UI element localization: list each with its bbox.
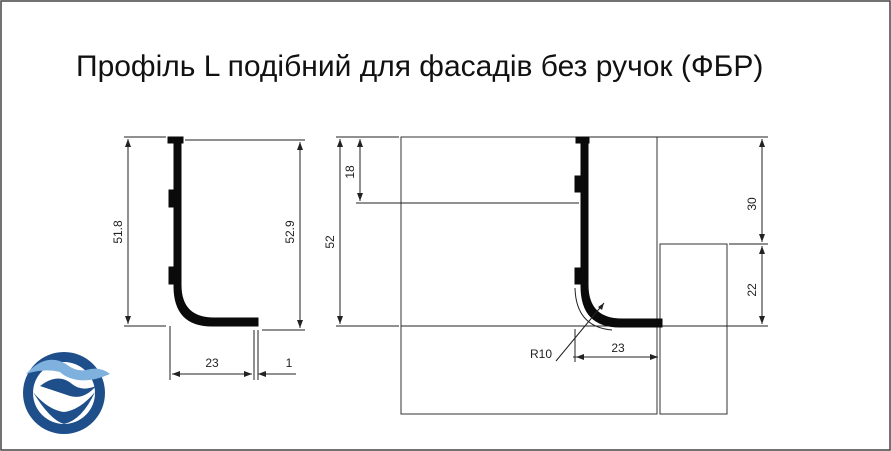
dim-right-18: 18 xyxy=(343,165,357,179)
right-assembly-drawing: 52 18 30 22 23 R10 xyxy=(323,136,768,415)
cabinet-side-panel xyxy=(400,136,658,415)
dim-left-1: 1 xyxy=(286,356,293,370)
dim-right-52: 52 xyxy=(323,235,337,249)
left-profile-drawing: 51.8 52.9 23 1 xyxy=(111,136,305,380)
company-logo xyxy=(23,352,110,434)
dim-right-r10: R10 xyxy=(530,347,552,361)
dim-right-23: 23 xyxy=(611,341,625,355)
dim-left-52-9: 52.9 xyxy=(283,220,297,244)
left-profile-shape xyxy=(167,136,259,327)
dim-left-23: 23 xyxy=(205,356,219,370)
facade-panel xyxy=(659,243,728,415)
dim-right-22: 22 xyxy=(745,283,759,297)
dim-right-30: 30 xyxy=(745,197,759,211)
right-profile-shape xyxy=(574,136,663,328)
dim-left-51-8: 51.8 xyxy=(111,220,125,244)
page-title: Профіль L подібний для фасадів без ручок… xyxy=(76,50,764,83)
